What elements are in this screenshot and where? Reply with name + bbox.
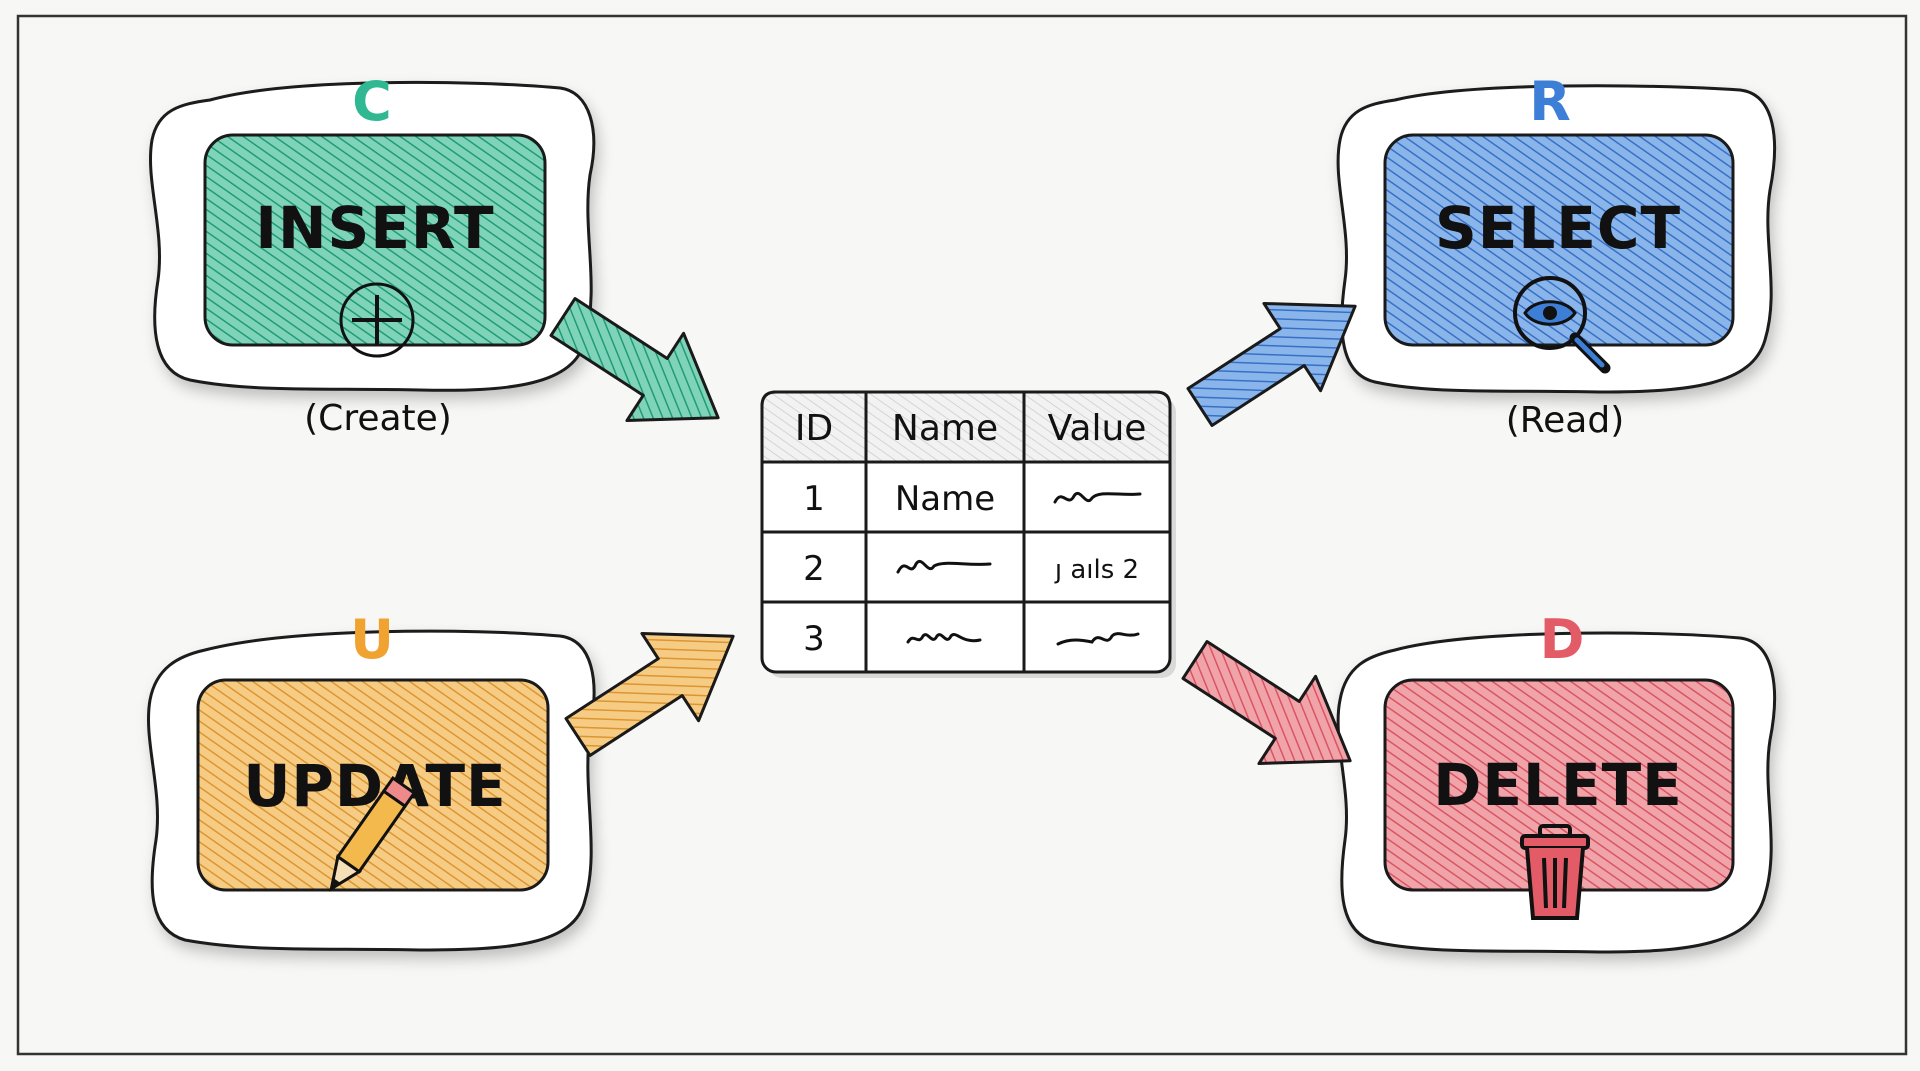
arrow-update-to-table	[564, 631, 735, 757]
create-card: C INSERT (Create)	[148, 70, 596, 439]
scribble-mark	[896, 560, 992, 574]
trash-icon	[1520, 824, 1590, 920]
read-caption: (Read)	[1506, 400, 1625, 441]
delete-letter: D	[1540, 608, 1585, 671]
pencil-icon	[329, 775, 417, 892]
read-letter: R	[1529, 70, 1571, 133]
table-header-id: ID	[795, 408, 833, 449]
create-letter: C	[352, 70, 392, 133]
read-label: SELECT	[1435, 194, 1681, 262]
table-header-bg	[760, 390, 1172, 464]
plus-circle-icon	[339, 282, 415, 358]
table-cell-id: 1	[803, 479, 825, 519]
magnifier-eye-icon	[1513, 276, 1611, 374]
delete-card: D DELETE	[1336, 608, 1776, 954]
update-panel	[196, 678, 550, 892]
scribble-mark	[906, 633, 982, 644]
update-card: U UPDATE	[146, 608, 596, 952]
arrow-table-to-read	[1186, 301, 1357, 427]
table-header-value: Value	[1048, 408, 1147, 449]
arrow-create-to-table	[549, 297, 720, 423]
update-letter: U	[350, 608, 394, 671]
delete-label: DELETE	[1433, 751, 1683, 819]
page-frame	[16, 14, 1908, 1056]
arrow-table-to-delete	[1181, 640, 1352, 766]
table-header-name: Name	[892, 408, 998, 449]
table-cell-id: 2	[803, 549, 825, 589]
table-cell-id: 3	[803, 619, 825, 659]
scribble-mark	[1053, 492, 1142, 504]
scribble-mark	[1056, 632, 1140, 646]
table-cell-value: ȷ aıls 2	[1054, 555, 1139, 585]
table-cell-name: Name	[895, 479, 995, 519]
create-label: INSERT	[255, 194, 494, 262]
create-caption: (Create)	[304, 398, 452, 439]
data-table: ID Name Value 1 Name 2 ȷ aıls 2 3	[760, 390, 1176, 678]
read-card: R SELECT (Read)	[1336, 70, 1776, 441]
